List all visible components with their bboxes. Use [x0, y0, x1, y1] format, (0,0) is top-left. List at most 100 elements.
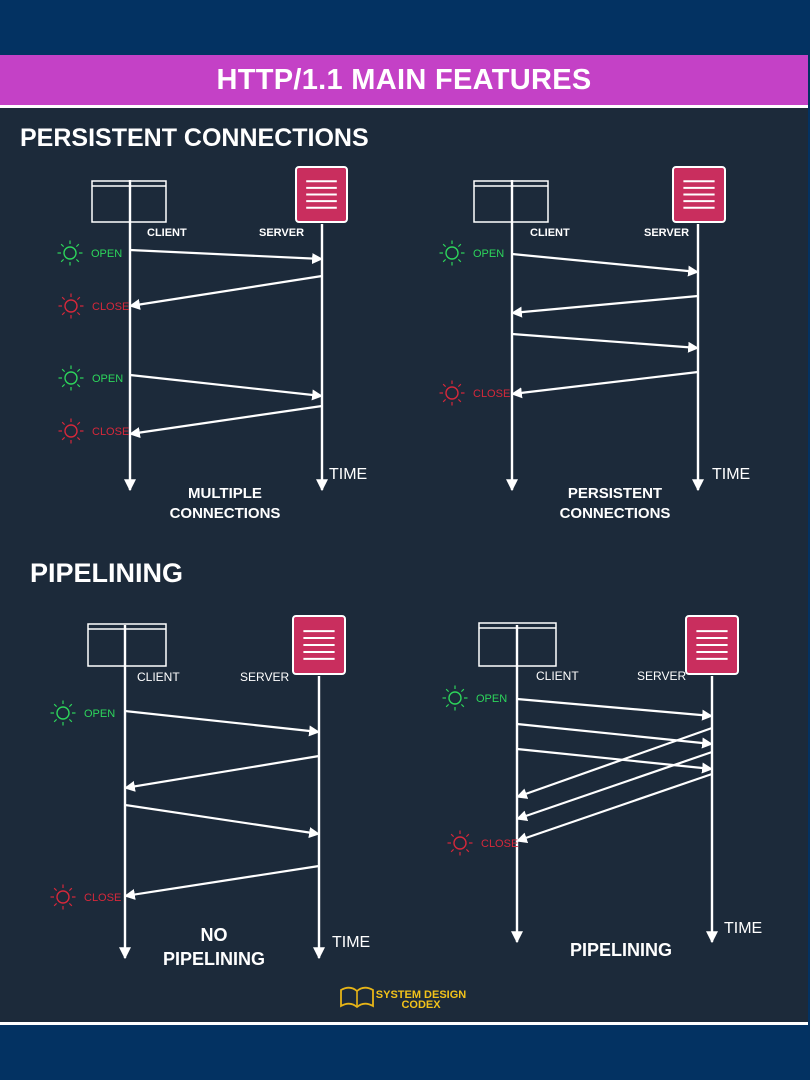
open-indicator: OPEN [439, 240, 504, 266]
page-title: HTTP/1.1 MAIN FEATURES [216, 63, 592, 96]
open-indicator-ray [75, 258, 80, 263]
close-indicator: CLOSE [439, 380, 510, 406]
open-indicator-ray [442, 243, 447, 248]
close-indicator-ray [450, 833, 455, 838]
open-indicator-ray [53, 718, 58, 723]
close-indicator-ray [465, 848, 470, 853]
server-label: SERVER [240, 670, 289, 684]
server-icon [685, 615, 739, 675]
open-indicator-ring [445, 246, 459, 260]
open-indicator-ray [445, 703, 450, 708]
logo-line2: CODEX [401, 999, 441, 1011]
open-indicator-ring [448, 691, 462, 705]
open-indicator: OPEN [57, 240, 122, 266]
open-indicator-ray [76, 383, 81, 388]
response-arrow [515, 726, 713, 799]
client-label: CLIENT [536, 669, 579, 683]
open-indicator-ray [460, 703, 465, 708]
close-indicator-label: CLOSE [92, 426, 129, 438]
close-indicator-ray [442, 383, 447, 388]
open-indicator-ray [61, 368, 66, 373]
close-indicator-ray [61, 296, 66, 301]
open-book-icon [340, 986, 374, 1009]
close-indicator: CLOSE [58, 293, 129, 319]
close-indicator-label: CLOSE [84, 892, 121, 904]
request-arrow [124, 709, 321, 737]
logo-line1: SYSTEM DESIGN [376, 989, 467, 1001]
response-arrow [510, 294, 699, 318]
server-label: SERVER [637, 669, 686, 683]
close-indicator-ray [76, 421, 81, 426]
caption-line: PERSISTENT [568, 485, 662, 502]
open-indicator-ring [64, 371, 78, 385]
request-arrow [511, 332, 700, 353]
open-indicator-label: OPEN [91, 248, 122, 260]
caption-line: MULTIPLE [188, 485, 262, 502]
sequence-diagram-2: CLIENT SERVER TIME PERSISTENT CONNECTIONS OPE… [439, 166, 750, 522]
close-indicator: CLOSE [50, 884, 121, 910]
open-indicator-ray [442, 258, 447, 263]
open-indicator-label: OPEN [92, 373, 123, 385]
open-indicator-ray [68, 718, 73, 723]
close-indicator-ray [465, 833, 470, 838]
title-banner: HTTP/1.1 MAIN FEATURES [0, 55, 808, 108]
server-label: SERVER [644, 227, 689, 239]
content-panel: PERSISTENT CONNECTIONS PIPELINING [0, 108, 808, 1025]
client-label: CLIENT [147, 227, 187, 239]
server-icon [292, 615, 346, 675]
close-indicator-label: CLOSE [92, 301, 129, 313]
close-indicator-ring [64, 299, 78, 313]
close-indicator-ray [457, 383, 462, 388]
open-indicator-ray [60, 258, 65, 263]
response-arrow [128, 404, 323, 439]
close-indicator-ray [53, 887, 58, 892]
caption-line: CONNECTIONS [560, 505, 671, 522]
close-indicator-ray [76, 296, 81, 301]
open-indicator: OPEN [50, 700, 115, 726]
request-arrow [516, 722, 714, 749]
open-indicator-ray [75, 243, 80, 248]
section-heading-persistent: PERSISTENT CONNECTIONS [20, 124, 369, 152]
close-indicator-ring [56, 890, 70, 904]
time-label: TIME [329, 466, 367, 483]
book-cover [340, 986, 374, 1009]
time-label: TIME [724, 920, 762, 937]
caption-line: PIPELINING [163, 949, 265, 969]
request-arrow [516, 747, 714, 774]
request-arrow [129, 248, 324, 265]
response-arrow [515, 772, 713, 843]
close-indicator-ray [61, 421, 66, 426]
client-browser-icon [87, 623, 167, 667]
close-indicator-ray [61, 311, 66, 316]
close-indicator: CLOSE [58, 418, 129, 444]
time-label: TIME [712, 466, 750, 483]
close-indicator-label: CLOSE [481, 838, 518, 850]
browser-window [87, 623, 167, 667]
close-indicator-ring [453, 836, 467, 850]
close-indicator-ray [68, 887, 73, 892]
open-indicator-ring [56, 706, 70, 720]
close-indicator-ring [64, 424, 78, 438]
open-indicator-ray [61, 383, 66, 388]
open-indicator-ray [60, 243, 65, 248]
response-arrow [128, 274, 323, 310]
section-heading-pipelining: PIPELINING [30, 558, 184, 588]
open-indicator: OPEN [442, 685, 507, 711]
close-indicator-label: CLOSE [473, 388, 510, 400]
close-indicator-ray [76, 436, 81, 441]
open-indicator-ray [457, 258, 462, 263]
client-label: CLIENT [530, 227, 570, 239]
request-arrow [129, 373, 324, 401]
open-indicator-label: OPEN [476, 693, 507, 705]
time-label: TIME [332, 934, 370, 951]
request-arrow [516, 697, 714, 721]
open-indicator-label: OPEN [473, 248, 504, 260]
response-arrow [123, 864, 320, 900]
response-arrow [510, 370, 699, 399]
open-indicator-label: OPEN [84, 708, 115, 720]
